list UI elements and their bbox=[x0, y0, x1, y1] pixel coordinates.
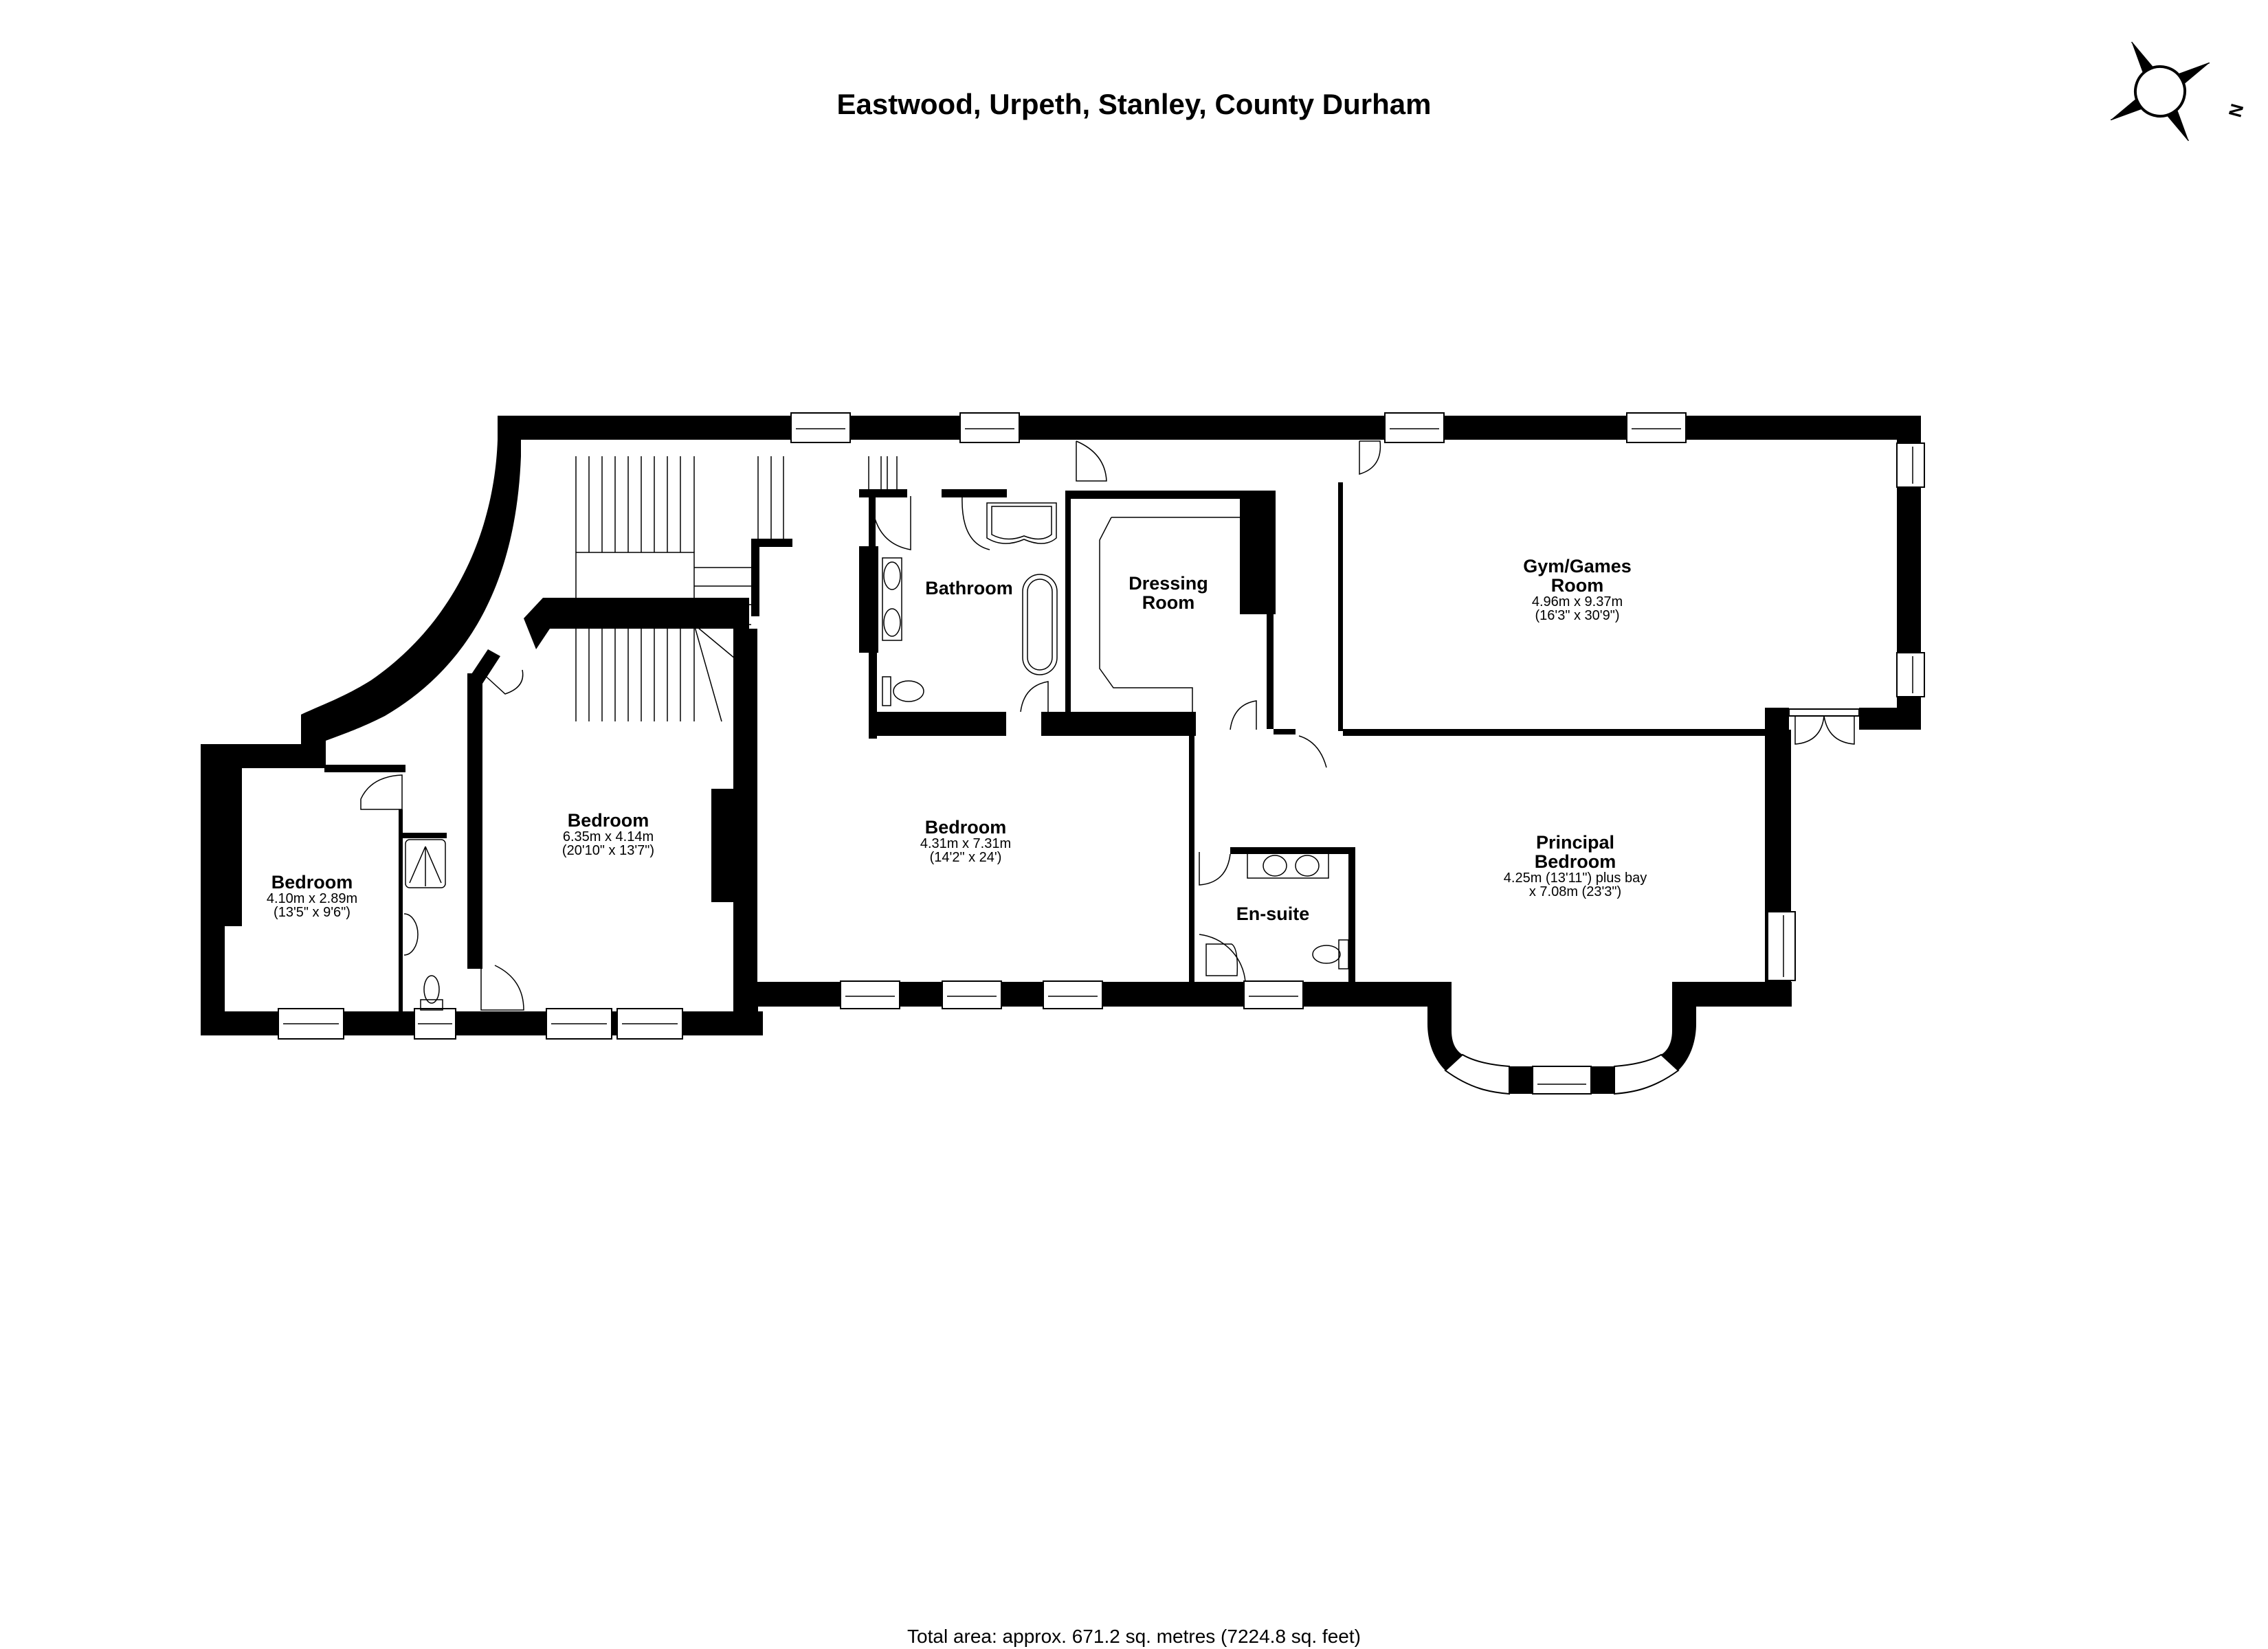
room-dimensions-imperial: (14'2" x 24') bbox=[929, 850, 1002, 865]
total-area: Total area: approx. 671.2 sq. metres (72… bbox=[907, 1626, 1361, 1647]
plan-title-text: Eastwood, Urpeth, Stanley, County Durham bbox=[836, 88, 1432, 120]
room-label-bedroom-2: Bedroom 6.35m x 4.14m (20'10" x 13'7") bbox=[562, 811, 654, 857]
room-label-gym: Gym/Games Room 4.96m x 9.37m (16'3" x 30… bbox=[1523, 557, 1632, 622]
plan-title: Eastwood, Urpeth, Stanley, County Durham bbox=[0, 88, 2268, 121]
room-name-line2: Room bbox=[1550, 575, 1604, 596]
room-dimensions-metric: 4.96m x 9.37m bbox=[1531, 594, 1623, 609]
room-dimensions-metric: 6.35m x 4.14m bbox=[562, 829, 654, 844]
room-label-dressing-room: Dressing Room bbox=[1129, 574, 1208, 612]
room-dimensions-imperial: (20'10" x 13'7") bbox=[562, 843, 655, 858]
room-name: Bathroom bbox=[925, 578, 1013, 598]
room-name: En-suite bbox=[1236, 904, 1310, 924]
room-name-line2: Bedroom bbox=[1534, 851, 1616, 872]
room-name-line1: Dressing bbox=[1129, 573, 1208, 594]
room-name-line2: Room bbox=[1142, 592, 1195, 613]
room-label-en-suite: En-suite bbox=[1236, 904, 1310, 923]
room-dimensions-imperial: (13'5" x 9'6") bbox=[274, 905, 351, 920]
room-name-line1: Principal bbox=[1535, 832, 1615, 853]
room-dimensions-imperial: x 7.08m (23'3") bbox=[1528, 884, 1622, 899]
room-label-bathroom: Bathroom bbox=[925, 579, 1013, 598]
room-name: Bedroom bbox=[271, 872, 353, 893]
room-dimensions-imperial: (16'3" x 30'9") bbox=[1535, 608, 1620, 623]
room-label-bedroom-3: Bedroom 4.31m x 7.31m (14'2" x 24') bbox=[920, 818, 1011, 864]
room-dimensions-metric: 4.25m (13'11") plus bay bbox=[1503, 871, 1647, 886]
room-name: Bedroom bbox=[567, 810, 649, 831]
room-dimensions-metric: 4.10m x 2.89m bbox=[266, 891, 358, 906]
room-name: Bedroom bbox=[924, 817, 1007, 838]
door-swings bbox=[360, 440, 1381, 1011]
staircase bbox=[575, 456, 898, 722]
compass-north-label: N bbox=[2225, 102, 2248, 120]
fixtures bbox=[403, 502, 1349, 1011]
room-name-line1: Gym/Games bbox=[1523, 556, 1632, 576]
room-label-principal-bedroom: Principal Bedroom 4.25m (13'11") plus ba… bbox=[1504, 833, 1647, 899]
room-label-bedroom-west: Bedroom 4.10m x 2.89m (13'5" x 9'6") bbox=[267, 873, 357, 919]
compass-rose-icon bbox=[2110, 41, 2210, 142]
windows bbox=[278, 412, 1925, 1095]
room-dimensions-metric: 4.31m x 7.31m bbox=[920, 836, 1012, 851]
